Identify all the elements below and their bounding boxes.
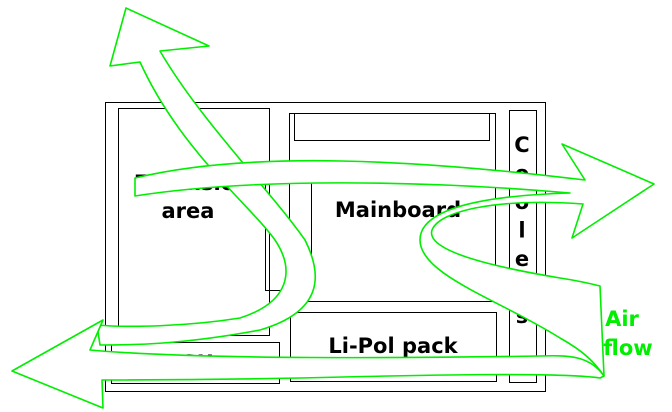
extension-area-label-line2: area — [162, 199, 215, 223]
coolers-label-char: e — [515, 247, 529, 271]
airflow-arrow-up-left — [96, 7, 317, 346]
chassis-outline — [105, 102, 546, 392]
battery-label: Li-Pol pack — [328, 334, 458, 358]
coolers-label-char: l — [518, 219, 525, 243]
airflow-arrow-right — [134, 143, 655, 377]
airflow-label-line1: Air — [605, 307, 639, 331]
battery-box — [290, 312, 497, 382]
airflow-label-line2: flow — [603, 336, 652, 360]
airflow-arrow-down-left — [11, 319, 605, 409]
coolers-box — [509, 110, 537, 383]
coolers-label-char: C — [514, 133, 529, 157]
mainboard-connector-strip — [294, 113, 490, 141]
